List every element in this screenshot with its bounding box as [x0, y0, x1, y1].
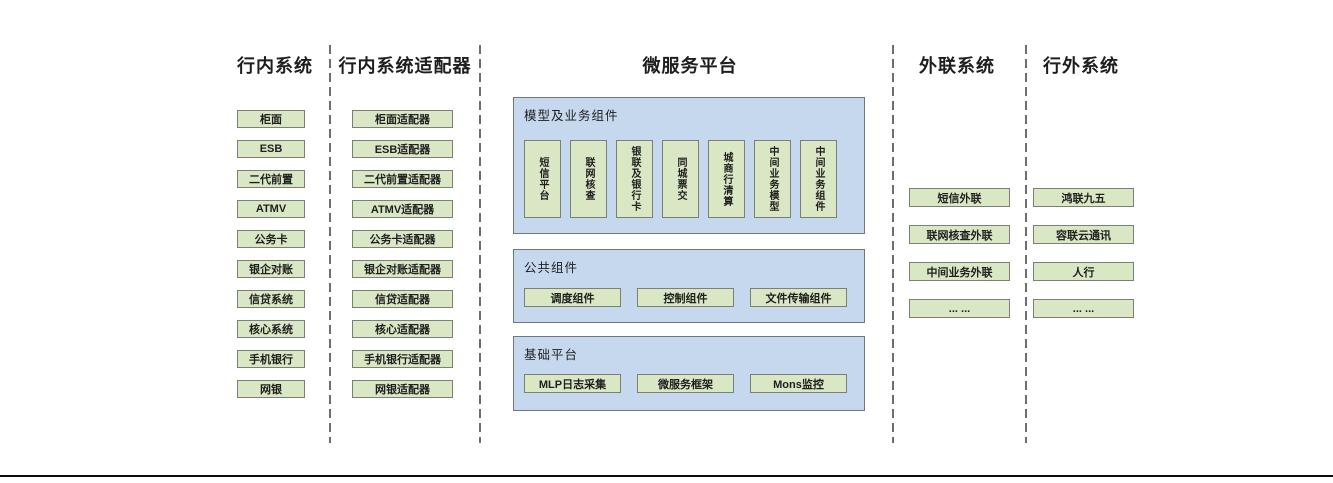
system-box: 银企对账: [237, 260, 305, 278]
adapter-box: 公务卡适配器: [352, 230, 453, 248]
outside-box: ... ...: [1033, 299, 1134, 318]
external-box: ... ...: [909, 299, 1010, 318]
outside-systems-column: 鸿联九五 容联云通讯 人行 ... ...: [1033, 188, 1134, 336]
component-box: 微服务框架: [637, 374, 734, 393]
system-box: 柜面: [237, 110, 305, 128]
bottom-divider: [0, 475, 1333, 477]
system-box: 核心系统: [237, 320, 305, 338]
external-link-systems-column: 短信外联 联网核查外联 中间业务外联 ... ...: [909, 188, 1010, 336]
adapter-box: ESB适配器: [352, 140, 453, 158]
column-separator: [1025, 45, 1027, 443]
column-header-external-link-systems: 外联系统: [919, 56, 995, 76]
internal-systems-column: 柜面 ESB 二代前置 ATMV 公务卡 银企对账 信贷系统 核心系统 手机银行…: [237, 110, 305, 410]
component-box: 城商行清算: [708, 140, 745, 218]
outside-box: 人行: [1033, 262, 1134, 281]
internal-adapters-column: 柜面适配器 ESB适配器 二代前置适配器 ATMV适配器 公务卡适配器 银企对账…: [352, 110, 453, 410]
system-box: ATMV: [237, 200, 305, 218]
adapter-box: 信贷适配器: [352, 290, 453, 308]
adapter-box: 柜面适配器: [352, 110, 453, 128]
adapter-box: 手机银行适配器: [352, 350, 453, 368]
component-box: 短信平台: [524, 140, 561, 218]
panel-common-components: 公共组件 调度组件 控制组件 文件传输组件: [513, 249, 865, 323]
column-separator: [329, 45, 331, 443]
column-header-outside-systems: 行外系统: [1043, 56, 1119, 76]
system-box: ESB: [237, 140, 305, 158]
panel-title: 公共组件: [524, 261, 579, 275]
column-header-internal-systems: 行内系统: [237, 56, 313, 76]
system-box: 公务卡: [237, 230, 305, 248]
component-box: 联网核查: [570, 140, 607, 218]
system-box: 信贷系统: [237, 290, 305, 308]
outside-box: 鸿联九五: [1033, 188, 1134, 207]
horizontal-box-row: 调度组件 控制组件 文件传输组件: [524, 288, 847, 307]
panel-title: 模型及业务组件: [524, 109, 619, 123]
column-separator: [892, 45, 894, 443]
component-box: Mons监控: [750, 374, 847, 393]
outside-box: 容联云通讯: [1033, 225, 1134, 244]
column-separator: [479, 45, 481, 443]
external-box: 联网核查外联: [909, 225, 1010, 244]
horizontal-box-row: MLP日志采集 微服务框架 Mons监控: [524, 374, 847, 393]
vertical-box-row: 短信平台 联网核查 银联及银行卡 同城票交 城商行清算 中间业务模型 中间业务组…: [524, 140, 837, 218]
panel-base-platform: 基础平台 MLP日志采集 微服务框架 Mons监控: [513, 336, 865, 411]
column-header-internal-adapters: 行内系统适配器: [338, 56, 472, 76]
panel-title: 基础平台: [524, 348, 579, 362]
system-box: 手机银行: [237, 350, 305, 368]
column-header-microservice-platform: 微服务平台: [642, 56, 738, 76]
component-box: 银联及银行卡: [616, 140, 653, 218]
external-box: 短信外联: [909, 188, 1010, 207]
system-box: 二代前置: [237, 170, 305, 188]
adapter-box: 网银适配器: [352, 380, 453, 398]
component-box: 中间业务组件: [800, 140, 837, 218]
component-box: 文件传输组件: [750, 288, 847, 307]
component-box: MLP日志采集: [524, 374, 621, 393]
adapter-box: 银企对账适配器: [352, 260, 453, 278]
adapter-box: ATMV适配器: [352, 200, 453, 218]
panel-model-business-components: 模型及业务组件 短信平台 联网核查 银联及银行卡 同城票交 城商行清算 中间业务…: [513, 97, 865, 234]
component-box: 中间业务模型: [754, 140, 791, 218]
component-box: 调度组件: [524, 288, 621, 307]
system-box: 网银: [237, 380, 305, 398]
component-box: 同城票交: [662, 140, 699, 218]
component-box: 控制组件: [637, 288, 734, 307]
adapter-box: 核心适配器: [352, 320, 453, 338]
external-box: 中间业务外联: [909, 262, 1010, 281]
adapter-box: 二代前置适配器: [352, 170, 453, 188]
